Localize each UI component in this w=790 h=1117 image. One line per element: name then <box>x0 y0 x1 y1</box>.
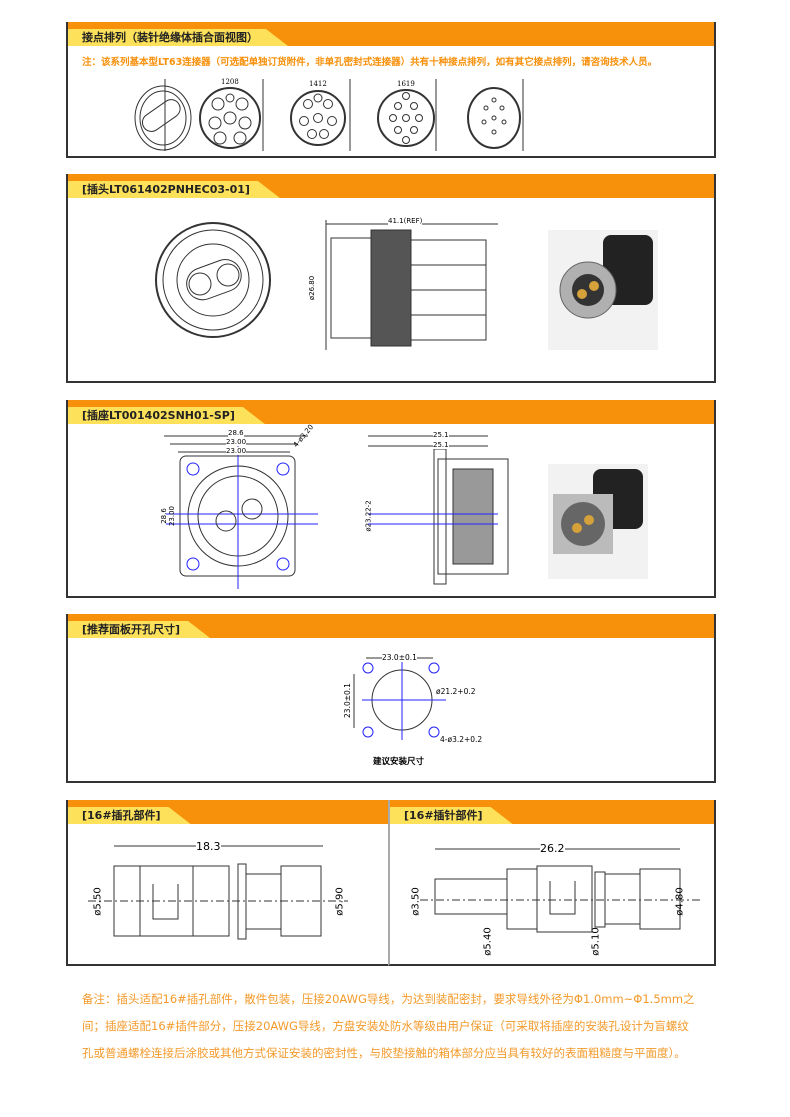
section-title: [16#插孔部件] <box>68 807 191 824</box>
section-header: [插头LT061402PNHEC03-01] <box>68 174 714 198</box>
layout-label-1619: 1619 <box>397 80 415 88</box>
pin-contact-drawing <box>420 848 700 933</box>
socket-length-dim-2: 25.1 <box>433 441 449 449</box>
plug-section: [插头LT061402PNHEC03-01] 41.1(REF) ø26.80 <box>66 174 716 383</box>
section-title: [推荐面板开孔尺寸] <box>68 621 210 638</box>
socket-contact-section: [16#插孔部件] 18.3 ø5.50 ø5.90 <box>66 800 388 966</box>
layout-label-1412: 1412 <box>309 80 327 88</box>
socket-drawings <box>164 435 648 589</box>
socket-length-dim-1: 25.1 <box>433 431 449 439</box>
panel-caption: 建议安装尺寸 <box>373 757 425 767</box>
socket-width-dim-3: 23.00 <box>226 447 247 455</box>
contact-arrangement-section: 接点排列（装针绝缘体插合面视图） 注：该系列基本型LT63连接器（可选配单独订货… <box>66 22 716 158</box>
contacts-note: 注：该系列基本型LT63连接器（可选配单独订货附件，非单孔密封式连接器）共有十种… <box>82 57 658 68</box>
section-title: [插座LT001402SNH01-SP] <box>68 407 265 424</box>
panel-height-dim: 23.0±0.1 <box>342 683 352 718</box>
pin-contact-d3-dim: ø5.10 <box>590 927 602 956</box>
footnote: 备注：插头适配16#插孔部件，散件包装，压接20AWG导线，为达到装配密封，要求… <box>82 986 722 1067</box>
layout-label-1208: 1208 <box>221 78 239 86</box>
pin-contact-length-dim: 26.2 <box>540 842 565 855</box>
section-header: [16#插针部件] <box>390 800 714 824</box>
socket-width-dim-1: 28.6 <box>228 429 244 437</box>
panel-holes-dim: 4-ø3.2+0.2 <box>440 735 483 744</box>
footnote-line-3: 孔或普通螺栓连接后涂胶或其他方式保证安装的密封性，与胶垫接触的箱体部分应当具有较… <box>82 1046 686 1060</box>
panel-width-dim: 23.0±0.1 <box>382 653 417 662</box>
section-header: [16#插孔部件] <box>68 800 388 824</box>
pin-contact-d4-dim: ø4.80 <box>674 887 686 916</box>
socket-contact-d1-dim: ø5.50 <box>92 887 104 916</box>
pin-contact-section: [16#插针部件] 26.2 ø3.50 ø5.40 ø5.10 ø4.80 <box>388 800 716 966</box>
socket-height-dim-1: 28.6 <box>159 508 168 524</box>
panel-diameter-dim: ø21.2+0.2 <box>436 687 476 696</box>
section-header: 接点排列（装针绝缘体插合面视图） <box>68 22 714 46</box>
section-header: [插座LT001402SNH01-SP] <box>68 400 714 424</box>
panel-cutout-drawing <box>353 657 446 740</box>
socket-contact-length-dim: 18.3 <box>196 840 221 853</box>
socket-diameter-dim: ø23.22-2 <box>364 500 373 532</box>
plug-diameter-dim: ø26.80 <box>308 275 317 301</box>
section-title: [16#插针部件] <box>390 807 513 824</box>
pin-contact-d1-dim: ø3.50 <box>410 887 422 916</box>
plug-drawings <box>155 220 658 350</box>
plug-length-dim: 41.1(REF) <box>388 217 423 225</box>
section-title: [插头LT061402PNHEC03-01] <box>68 181 280 198</box>
section-header: [推荐面板开孔尺寸] <box>68 614 714 638</box>
socket-width-dim-2: 23.00 <box>226 438 247 446</box>
panel-cutout-section: [推荐面板开孔尺寸] 23.0±0.1 23.0±0.1 ø21.2+0.2 4… <box>66 614 716 783</box>
footnote-line-2: 间；插座适配16#插件部分，压接20AWG导线，方盘安装处防水等级由用户保证（可… <box>82 1019 689 1033</box>
contact-layout-drawings <box>134 79 524 151</box>
socket-section: [插座LT001402SNH01-SP] 28.6 23.00 23.00 4-… <box>66 400 716 598</box>
socket-contact-d2-dim: ø5.90 <box>334 887 346 916</box>
footnote-line-1: 备注：插头适配16#插孔部件，散件包装，压接20AWG导线，为达到装配密封，要求… <box>82 992 695 1006</box>
socket-height-dim-2: 23.00 <box>168 505 177 527</box>
section-title: 接点排列（装针绝缘体插合面视图） <box>68 29 288 46</box>
pin-contact-d2-dim: ø5.40 <box>482 927 494 956</box>
